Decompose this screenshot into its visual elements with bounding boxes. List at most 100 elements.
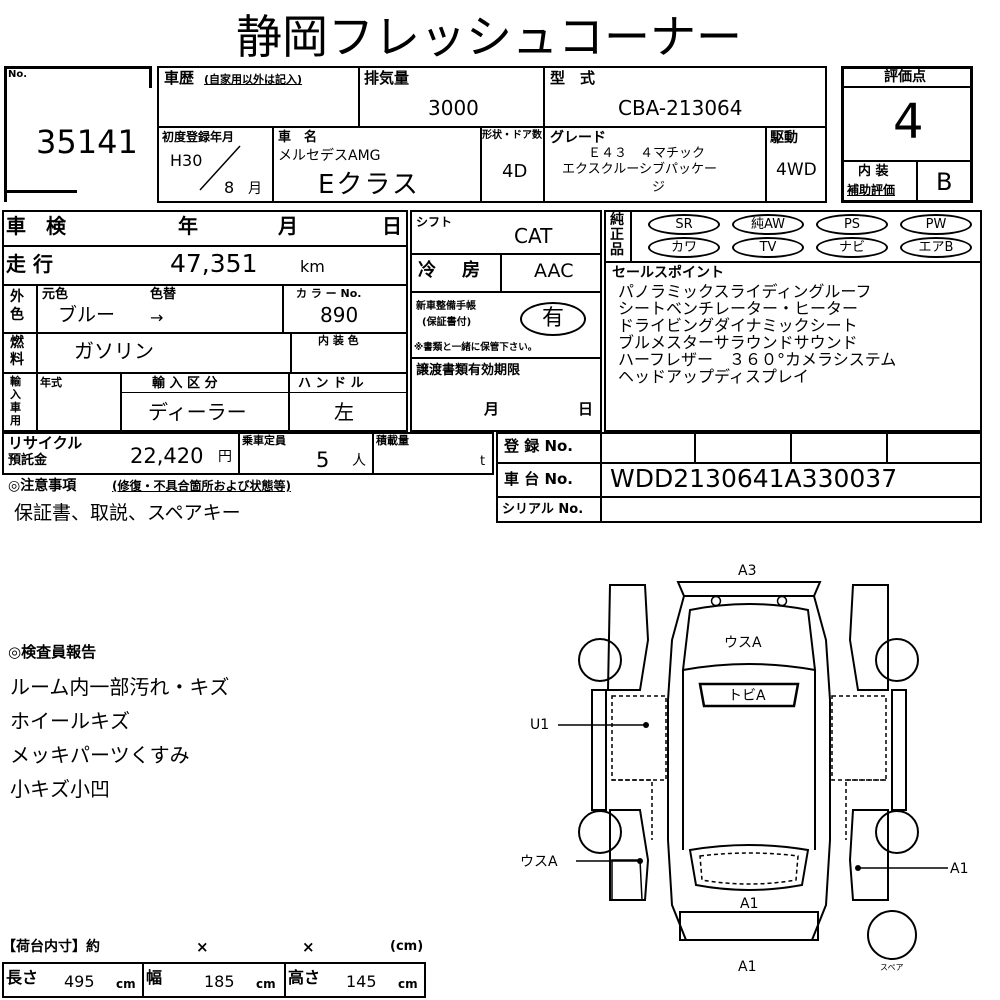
sales-points-label: セールスポイント — [612, 265, 724, 281]
repaint-color: → — [150, 308, 164, 327]
equipment-label-3: 品 — [610, 242, 624, 258]
interior-color-label: 内 装 色 — [318, 334, 359, 347]
equipment-alloy-wheel: 純AW — [732, 214, 804, 235]
notes-text: 保証書、取説、スペアキー — [14, 502, 241, 524]
import-label-3: 車 — [10, 401, 21, 414]
manual-label-2: (保証書付) — [422, 317, 472, 328]
lot-label: No. — [8, 69, 28, 80]
import-label-4: 用 — [10, 414, 21, 427]
history-note: (自家用以外は記入) — [204, 73, 303, 86]
cargo-width-label: 幅 — [146, 968, 163, 987]
cargo-title: 【荷台内寸】約 — [2, 939, 100, 955]
body-value: 4D — [502, 161, 528, 182]
page-title: 静岡フレッシュコーナー — [236, 10, 742, 64]
model-code-value: CBA-213064 — [618, 96, 743, 120]
interior-label-1: 内 装 — [858, 164, 889, 179]
fuel-value: ガソリン — [74, 339, 154, 363]
recycle-label-1: リサイクル — [8, 434, 83, 452]
diagram-label-a1-right: A1 — [950, 861, 969, 877]
first-reg-month-unit: 月 — [248, 181, 262, 197]
grade-line1: Ｅ４３ ４マチック — [588, 146, 706, 161]
cargo-length: 495 — [64, 972, 95, 991]
drive-value: 4WD — [776, 160, 817, 180]
car-name-label: 車 名 — [278, 130, 318, 145]
mid-column-block — [410, 210, 602, 432]
diagram-label-usa-left: ウスA — [520, 854, 558, 870]
repaint-color-label: 色替 — [150, 287, 177, 302]
top-info-block — [157, 66, 827, 203]
interior-value: B — [936, 168, 953, 196]
score-box — [841, 66, 973, 203]
inspection-year: 年 — [178, 214, 198, 238]
color-code: 890 — [320, 303, 359, 327]
recycle-row — [2, 432, 494, 475]
grade-line2: エクスクルーシブパッケー — [562, 162, 717, 177]
diagram-label-a3: A3 — [738, 563, 757, 579]
original-color-label: 元色 — [42, 287, 69, 302]
diagram-label-tobi: トビA — [728, 688, 766, 704]
first-reg-month: 8 — [224, 178, 235, 197]
ac-value: AAC — [534, 260, 574, 282]
grade-label: グレード — [550, 130, 606, 146]
equipment-sr: SR — [648, 214, 720, 235]
body-label: 形状・ドア数 — [482, 130, 542, 141]
import-year-label: 年式 — [40, 376, 62, 389]
score-value: 4 — [893, 94, 924, 150]
color-code-label: カ ラ ー No. — [296, 287, 362, 300]
cargo-height: 145 — [346, 972, 377, 991]
equipment-block — [604, 210, 982, 432]
equipment-pw: PW — [900, 214, 972, 235]
manual-value: 有 — [520, 302, 586, 336]
original-color: ブルー — [58, 304, 116, 326]
equipment-ps: PS — [816, 214, 888, 235]
import-type: ディーラー — [148, 400, 247, 424]
chassis-label: 車 台 No. — [504, 470, 574, 488]
equipment-label-2: 正 — [610, 227, 624, 243]
displacement-value: 3000 — [428, 96, 479, 120]
left-mid-block — [2, 210, 408, 432]
sales-point: パノラミックスライディングルーフ — [618, 282, 872, 301]
inspector-line: 小キズ小凹 — [10, 777, 110, 801]
cargo-height-unit: cm — [398, 977, 418, 991]
registration-block — [496, 432, 982, 523]
chassis-number: WDD2130641A330037 — [610, 464, 898, 493]
lot-number: 35141 — [36, 123, 138, 161]
recycle-label-2: 預託金 — [8, 453, 48, 468]
handle-label: ハ ン ド ル — [298, 376, 364, 391]
lot-box — [4, 66, 157, 202]
inspector-line: メッキパーツくすみ — [10, 743, 190, 767]
diagram-label-usa-top: ウスA — [724, 635, 762, 651]
cargo-length-label: 長さ — [6, 968, 39, 987]
manual-label-1: 新車整備手帳 — [416, 301, 476, 312]
shift-label: シフト — [416, 215, 453, 229]
load-label: 積載量 — [376, 434, 409, 447]
diagram-label-u1: U1 — [530, 717, 550, 733]
sales-point: ヘッドアップディスプレイ — [618, 367, 809, 386]
car-maker: メルセデスAMG — [278, 148, 381, 164]
color-label-1: 外 — [10, 289, 24, 305]
ac-label: 冷 房 — [418, 260, 484, 281]
manual-note: ※書類と一緒に保管下さい。 — [414, 342, 538, 353]
mileage-label: 走 行 — [6, 252, 53, 276]
history-label: 車歴 — [164, 69, 195, 87]
sales-point: シートベンチレーター・ヒーター — [618, 299, 859, 318]
color-label-2: 色 — [10, 307, 24, 323]
capacity-value: 5 — [316, 448, 330, 472]
fuel-label-1: 燃 — [10, 335, 24, 351]
import-label-2: 入 — [10, 388, 21, 401]
score-label: 評価点 — [884, 69, 926, 85]
cargo-row — [2, 962, 426, 998]
inspection-day: 日 — [382, 214, 402, 238]
serial-label: シリアル No. — [502, 502, 584, 517]
cargo-height-label: 高さ — [288, 968, 321, 987]
fuel-label-2: 料 — [10, 352, 24, 368]
inspection-month: 月 — [278, 214, 298, 238]
recycle-unit: 円 — [218, 449, 232, 465]
grade-line3: ジ — [652, 180, 666, 195]
diagram-label-a1-rear: A1 — [740, 896, 759, 912]
cargo-length-unit: cm — [116, 977, 136, 991]
first-reg-label: 初度登録年月 — [162, 130, 235, 144]
recycle-value: 22,420 — [130, 444, 204, 468]
equipment-navi: ナビ — [816, 237, 888, 258]
inspection-label: 車 検 — [6, 214, 66, 238]
